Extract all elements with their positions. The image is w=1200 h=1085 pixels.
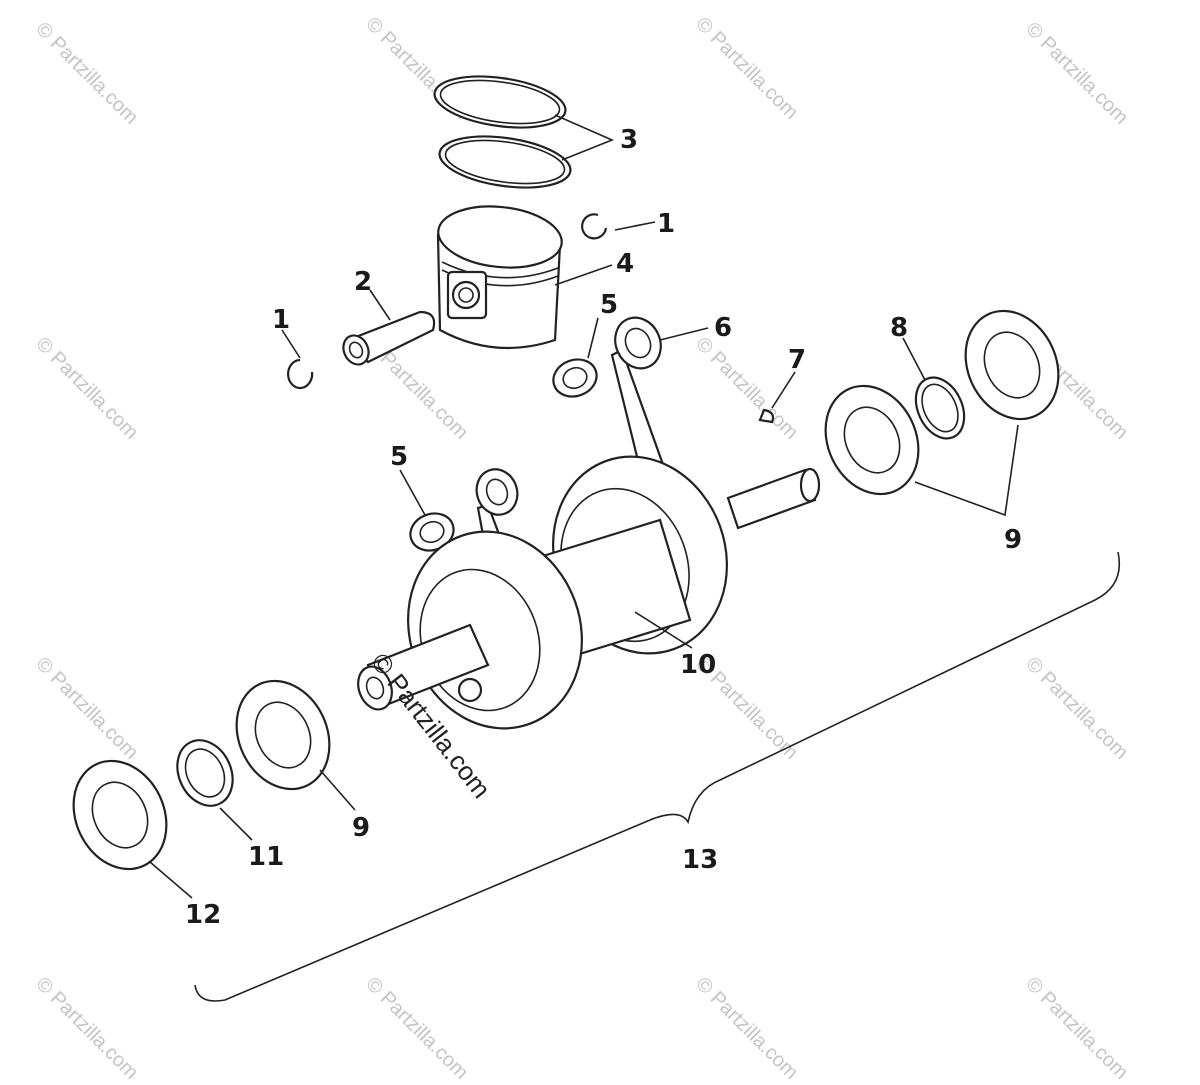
watermark-tile: © Partzilla.com xyxy=(1021,18,1132,129)
seal-left xyxy=(72,759,168,871)
seal-right-outer xyxy=(964,309,1060,421)
watermark-tile: © Partzilla.com xyxy=(691,13,802,124)
callout-3: 3 xyxy=(620,125,638,155)
callout-12: 12 xyxy=(185,900,221,930)
woodruff-key xyxy=(758,408,775,424)
watermark-tile: © Partzilla.com xyxy=(31,333,142,444)
circlip-right xyxy=(581,213,608,240)
watermark-tile: © Partzilla.com xyxy=(31,973,142,1084)
callout-10: 10 xyxy=(680,650,716,680)
piston xyxy=(436,205,563,350)
watermark-tile: © Partzilla.com xyxy=(691,333,802,444)
spacer xyxy=(176,739,234,807)
callout-5-lower: 5 xyxy=(390,442,408,472)
watermark-tile: © Partzilla.com xyxy=(691,973,802,1084)
leader-lines xyxy=(149,114,1019,899)
watermark-tile: © Partzilla.com xyxy=(31,653,142,764)
callout-1-right: 1 xyxy=(657,209,675,239)
callout-9-left: 9 xyxy=(352,813,370,843)
callout-11: 11 xyxy=(248,842,284,872)
callout-7: 7 xyxy=(788,345,806,375)
needle-bearing-upper xyxy=(552,358,598,398)
piston-rings xyxy=(433,75,572,189)
callout-1-left: 1 xyxy=(272,305,290,335)
callout-5-upper: 5 xyxy=(600,290,618,320)
watermark-tile: © Partzilla.com xyxy=(1021,973,1132,1084)
shim xyxy=(914,376,966,440)
callout-9-right: 9 xyxy=(1004,525,1022,555)
callout-8: 8 xyxy=(890,313,908,343)
assembly-bracket xyxy=(194,551,1120,1002)
watermark-tile: © Partzilla.com xyxy=(1021,653,1132,764)
bearing-left xyxy=(235,679,331,791)
crankshaft xyxy=(357,455,821,730)
circlip-left xyxy=(287,358,314,390)
callout-4: 4 xyxy=(616,249,634,279)
bearing-right-inner xyxy=(824,384,920,496)
callout-6: 6 xyxy=(714,313,732,343)
callout-13: 13 xyxy=(682,845,718,875)
watermark-tile: © Partzilla.com xyxy=(361,973,472,1084)
watermark-tile: © Partzilla.com xyxy=(31,18,142,129)
wrist-pin xyxy=(342,310,436,366)
callout-2: 2 xyxy=(354,267,372,297)
callout-labels: 1 1 2 3 4 5 5 6 7 8 9 9 10 11 12 13 xyxy=(185,125,1022,930)
